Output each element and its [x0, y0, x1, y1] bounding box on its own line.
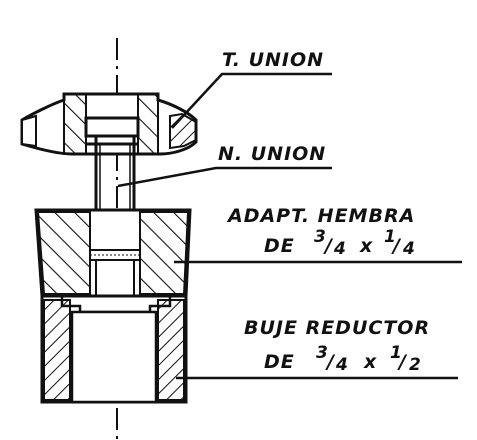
- bushing-fraction-num2: 1: [390, 343, 403, 363]
- adapter-fraction-den2: 4: [402, 239, 416, 259]
- t-union-label: T. UNION: [222, 49, 324, 71]
- bushing-fraction-den1: 4: [335, 355, 349, 375]
- adapter-fraction-num1: 3: [314, 227, 327, 247]
- adapter-de-text: DE: [264, 235, 295, 257]
- adapter-times-text: x: [359, 235, 373, 257]
- bushing-fraction-slash2: /: [397, 351, 408, 373]
- adapter-fraction-slash1: /: [323, 235, 334, 257]
- bushing-fraction-num1: 3: [316, 343, 329, 363]
- n-union-label: N. UNION: [218, 143, 326, 165]
- adapter-fraction-den1: 4: [333, 239, 347, 259]
- t-union-leader: [171, 72, 332, 129]
- adapter-label-line1: ADAPT. HEMBRA: [226, 205, 415, 227]
- bushing-fraction-den2: 2: [409, 355, 422, 375]
- reducer-bushing-part: [40, 294, 188, 404]
- adapter-fraction-num2: 1: [384, 227, 397, 247]
- bushing-times-text: x: [363, 351, 377, 373]
- n-union-leader: [117, 166, 332, 188]
- adapter-label-line2: DE 3 / 4 x 1 / 4: [264, 227, 416, 259]
- female-adapter-part: [34, 208, 192, 298]
- bushing-label-line2: DE 3 / 4 x 1 / 2: [264, 343, 422, 375]
- bushing-label-line1: BUJE REDUCTOR: [244, 317, 430, 339]
- bushing-de-text: DE: [264, 351, 295, 373]
- t-union-part: [20, 92, 198, 156]
- bushing-fraction-slash1: /: [325, 351, 336, 373]
- adapter-fraction-slash2: /: [391, 235, 402, 257]
